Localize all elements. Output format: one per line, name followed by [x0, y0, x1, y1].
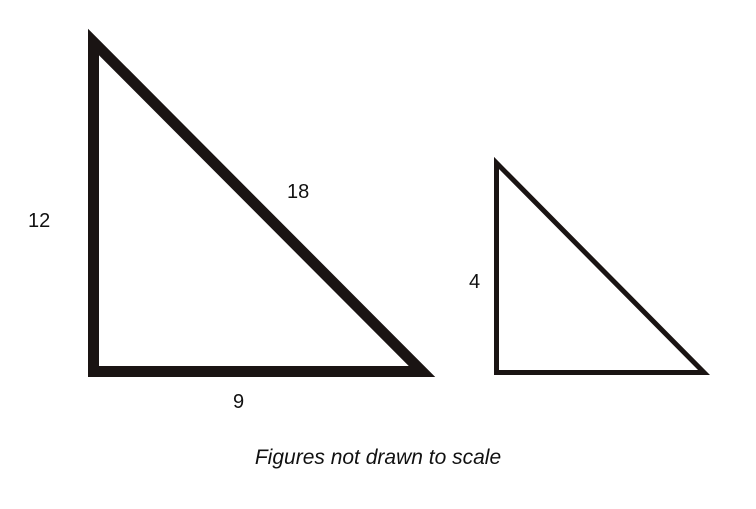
large-triangle-vertical-label: 12 [28, 210, 51, 232]
small-right-triangle [494, 156, 710, 375]
large-triangle-hypotenuse-label: 18 [287, 181, 310, 203]
small-triangle-vertical-label: 4 [469, 271, 481, 293]
large-triangle-base-label: 9 [233, 391, 245, 413]
large-right-triangle [88, 28, 436, 377]
scale-caption: Figures not drawn to scale [254, 446, 502, 469]
